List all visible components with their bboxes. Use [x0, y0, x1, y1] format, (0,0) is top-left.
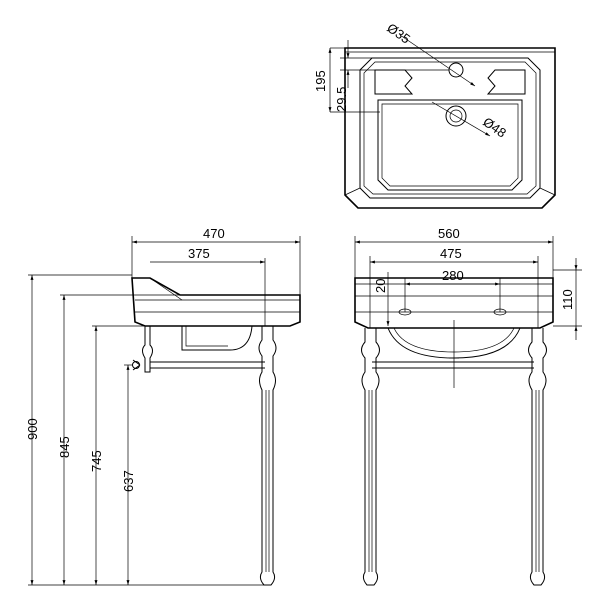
side-view: 470 375 900 845 745 637	[25, 226, 301, 586]
front-leg-right	[528, 328, 547, 586]
top-view: Ø35 Ø48 195 29.5	[313, 20, 556, 209]
dim-stand-width: 475	[440, 246, 462, 261]
basin-bowl-outline	[359, 57, 541, 199]
dim-basin-depth: 470	[203, 226, 225, 241]
dim-tap-offset: 20	[373, 279, 388, 293]
side-leg	[258, 326, 277, 586]
dim-tap-spacing: 280	[442, 268, 464, 283]
front-view: 560 475 280 20 110	[354, 226, 582, 586]
dim-hole-dia: Ø35	[384, 20, 413, 46]
dim-height-shelf: 745	[89, 450, 104, 472]
dim-height-outlet: 637	[121, 470, 136, 492]
dim-stand-depth: 375	[188, 246, 210, 261]
dim-height-total: 900	[25, 418, 40, 440]
front-leg-left	[361, 328, 380, 586]
waste-hole	[445, 105, 467, 127]
dim-hole-offset: 29.5	[334, 87, 349, 112]
dim-rim-height: 110	[560, 289, 575, 310]
dim-height-basin: 845	[57, 436, 72, 458]
dim-waste-dia: Ø48	[480, 114, 509, 140]
dim-basin-width: 560	[438, 226, 460, 241]
basin-top-outline	[344, 47, 556, 209]
basin-side-outline	[131, 277, 301, 327]
dim-depth-top: 195	[313, 70, 328, 92]
